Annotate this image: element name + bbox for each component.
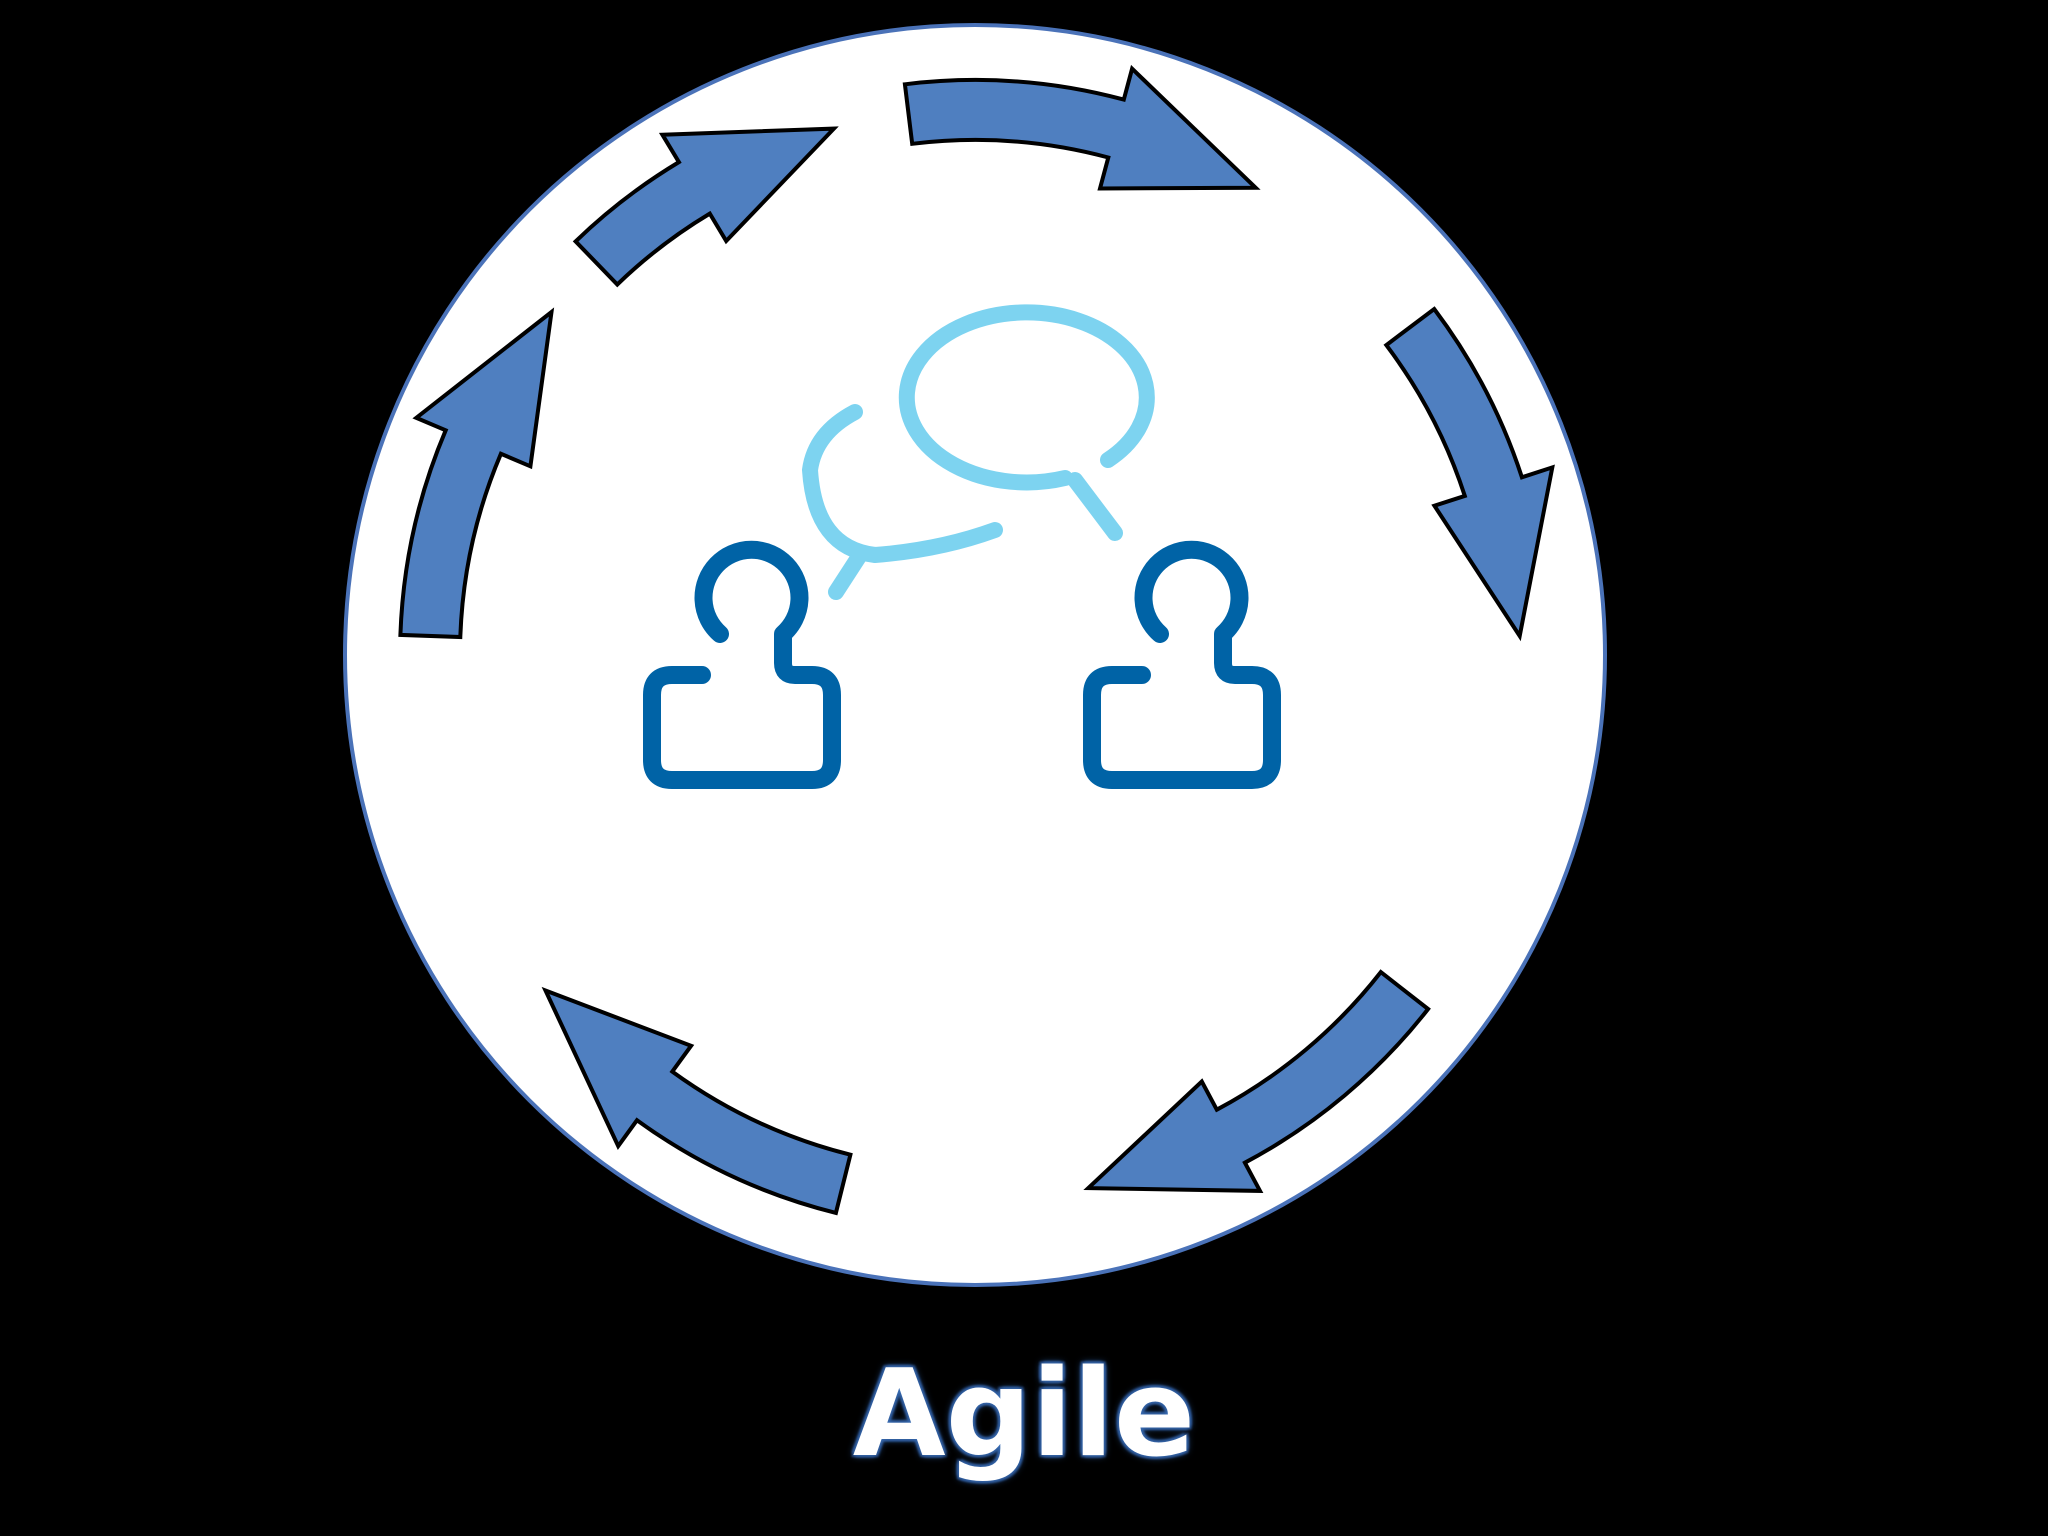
speech-bubble-icon xyxy=(801,404,1003,600)
circular-arrow-icon xyxy=(1383,306,1555,642)
circular-arrow-icon xyxy=(541,986,853,1216)
person-icon xyxy=(1083,540,1281,789)
circular-arrow-icon xyxy=(902,64,1261,191)
diagram-caption: Agile xyxy=(852,1345,1196,1484)
person-icon xyxy=(643,540,841,789)
circular-arrow-icon xyxy=(1083,969,1431,1193)
cycle-circle xyxy=(343,23,1607,1287)
circular-arrow-icon xyxy=(398,307,555,640)
circular-arrow-icon xyxy=(572,126,839,288)
speech-bubble-icon xyxy=(898,304,1155,541)
cycle-arrows xyxy=(398,64,1555,1216)
